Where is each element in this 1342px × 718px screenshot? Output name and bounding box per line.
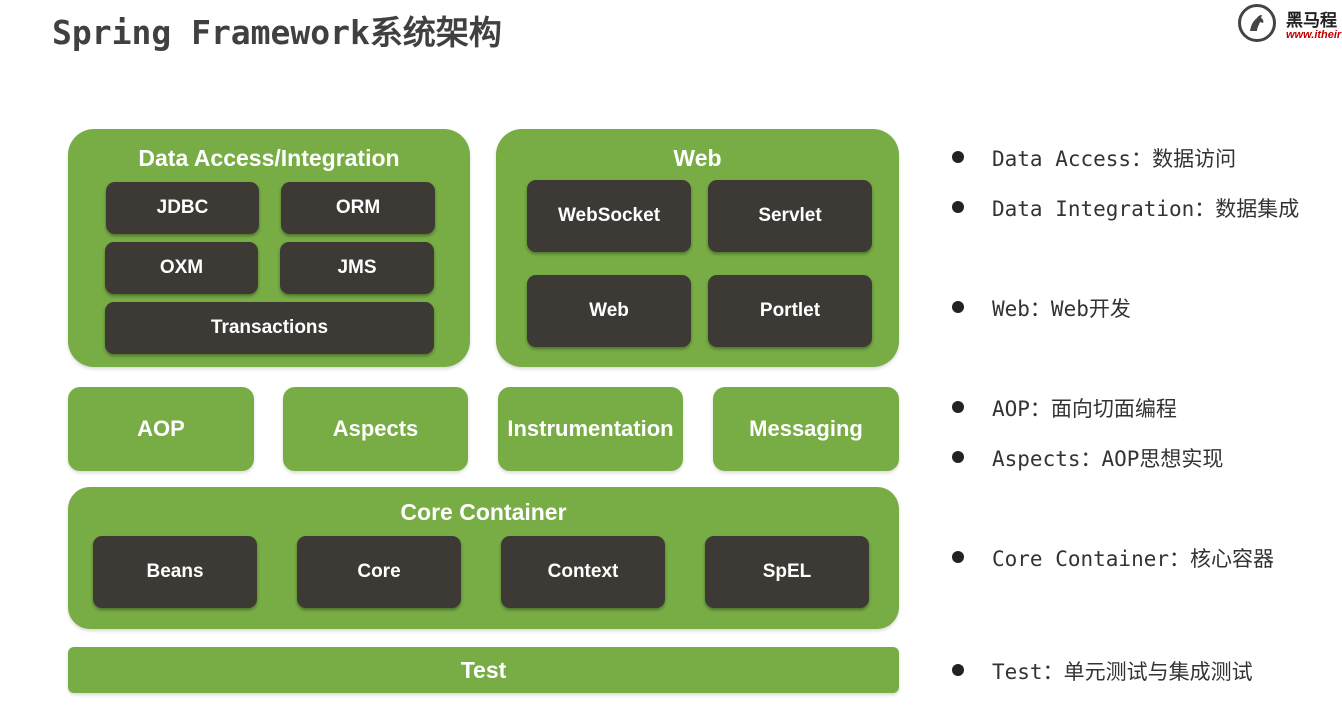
module-portlet: Portlet <box>708 275 872 347</box>
bullet-dot-icon <box>952 401 964 413</box>
module-web: Web <box>527 275 691 347</box>
bullet-dot-icon <box>952 451 964 463</box>
bullet-dot-icon <box>952 151 964 163</box>
note-item: Web：Web开发 <box>952 293 1131 323</box>
web-title: Web <box>673 145 722 171</box>
data-access-panel: Data Access/Integration JDBC ORM OXM JMS… <box>68 129 470 367</box>
data-access-title: Data Access/Integration <box>138 145 400 171</box>
bullet-dot-icon <box>952 201 964 213</box>
core-container-title: Core Container <box>400 499 567 525</box>
module-test: Test <box>68 647 899 693</box>
note-item: Aspects：AOP思想实现 <box>952 443 1223 473</box>
module-aop: AOP <box>68 387 254 471</box>
module-instrumentation: Instrumentation <box>498 387 683 471</box>
brand-logo: 黑马程 www.itheir <box>1236 2 1342 48</box>
module-websocket: WebSocket <box>527 180 691 252</box>
module-core: Core <box>297 536 461 608</box>
note-item: Data Access：数据访问 <box>952 143 1236 173</box>
note-item: Data Integration：数据集成 <box>952 193 1299 223</box>
module-oxm: OXM <box>105 242 258 294</box>
horse-logo-icon <box>1238 4 1276 42</box>
module-orm: ORM <box>281 182 435 234</box>
module-messaging: Messaging <box>713 387 899 471</box>
page-title: Spring Framework系统架构 <box>52 13 502 52</box>
note-item: Core Container：核心容器 <box>952 543 1274 573</box>
core-container-panel: Core Container Beans Core Context SpEL <box>68 487 899 629</box>
note-item: Test：单元测试与集成测试 <box>952 656 1253 686</box>
web-panel: Web WebSocket Servlet Web Portlet <box>496 129 899 367</box>
bullet-dot-icon <box>952 551 964 563</box>
module-transactions: Transactions <box>105 302 434 354</box>
note-item: AOP：面向切面编程 <box>952 393 1177 423</box>
module-context: Context <box>501 536 665 608</box>
bullet-dot-icon <box>952 301 964 313</box>
module-aspects: Aspects <box>283 387 468 471</box>
module-servlet: Servlet <box>708 180 872 252</box>
bullet-dot-icon <box>952 664 964 676</box>
logo-url: www.itheir <box>1286 29 1342 41</box>
logo-text: 黑马程 <box>1286 11 1337 31</box>
module-spel: SpEL <box>705 536 869 608</box>
module-jms: JMS <box>280 242 434 294</box>
module-beans: Beans <box>93 536 257 608</box>
module-jdbc: JDBC <box>106 182 259 234</box>
